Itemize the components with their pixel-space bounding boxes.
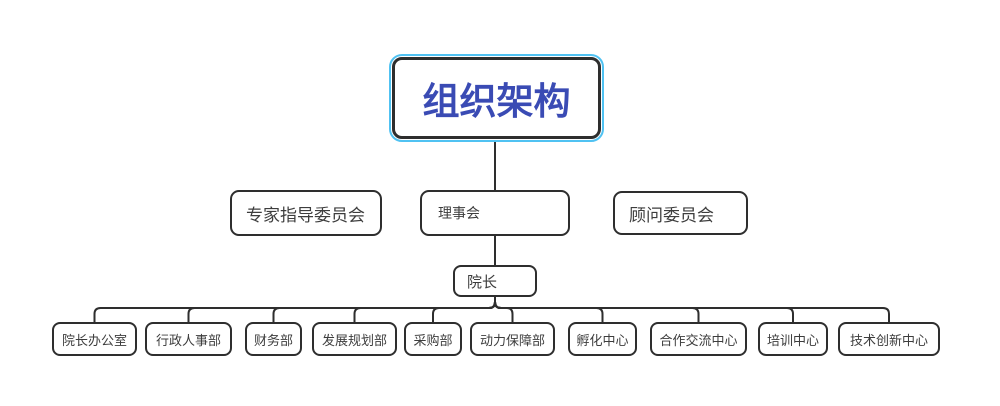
node-dept-power-support[interactable]: 动力保障部 [470, 322, 555, 356]
node-dept-cooperation-exchange-center[interactable]: 合作交流中心 [650, 322, 747, 356]
dept-label: 技术创新中心 [849, 332, 928, 348]
dept-label: 合作交流中心 [659, 332, 738, 348]
node-dept-development-planning[interactable]: 发展规划部 [312, 322, 397, 356]
edge-dean-dept-4 [432, 297, 496, 322]
dept-label: 采购部 [413, 332, 453, 348]
edge-dean-dept-8 [494, 297, 794, 322]
edge-dean-dept-3 [353, 297, 496, 322]
edge-dean-dept-1 [187, 297, 496, 322]
node-dept-training-center[interactable]: 培训中心 [758, 322, 828, 356]
dean-label: 院长 [467, 273, 498, 291]
dept-label: 发展规划部 [321, 332, 387, 348]
node-council[interactable]: 理事会 [420, 190, 570, 236]
node-dept-tech-innovation-center[interactable]: 技术创新中心 [838, 322, 940, 356]
dept-label: 动力保障部 [479, 332, 545, 348]
dept-label: 院长办公室 [61, 332, 127, 348]
node-dean[interactable]: 院长 [453, 265, 537, 297]
node-expert-committee[interactable]: 专家指导委员会 [230, 190, 382, 236]
org-title-label: 组织架构 [422, 81, 571, 122]
dept-label: 培训中心 [766, 332, 819, 348]
expert-committee-label: 专家指导委员会 [246, 205, 365, 225]
dept-label: 财务部 [253, 332, 293, 348]
council-label: 理事会 [438, 205, 480, 221]
node-dept-finance[interactable]: 财务部 [245, 322, 302, 356]
edge-dean-dept-7 [494, 297, 700, 322]
edge-dean-dept-5 [494, 297, 514, 322]
node-dept-admin-hr[interactable]: 行政人事部 [145, 322, 232, 356]
node-dept-procurement[interactable]: 采购部 [404, 322, 462, 356]
dept-label: 孵化中心 [576, 332, 629, 348]
edge-dean-dept-2 [272, 297, 496, 322]
node-org-title[interactable]: 组织架构 [389, 54, 604, 142]
node-dept-incubation-center[interactable]: 孵化中心 [568, 322, 637, 356]
advisory-committee-label: 顾问委员会 [629, 205, 714, 225]
edge-dean-dept-9 [494, 297, 890, 322]
node-dept-dean-office[interactable]: 院长办公室 [52, 322, 137, 356]
dept-label: 行政人事部 [155, 332, 221, 348]
node-advisory-committee[interactable]: 顾问委员会 [613, 191, 748, 235]
